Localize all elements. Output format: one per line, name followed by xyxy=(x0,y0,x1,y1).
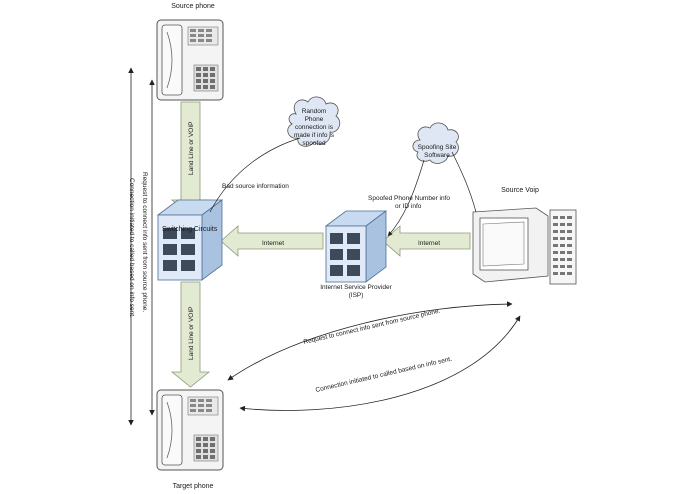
source-voip-computer-icon xyxy=(472,207,577,285)
random-cloud-line3: connection is xyxy=(295,124,334,131)
spoof-cloud-line1: Spoofing Site xyxy=(418,144,457,151)
switching-circuits-cube xyxy=(156,199,224,281)
spoof-to-computer-connector xyxy=(451,151,477,213)
connection-vertical-label: Connection initiated to called based on … xyxy=(128,178,135,318)
bad-source-connector xyxy=(209,137,301,213)
land-line-arrow-bottom xyxy=(170,281,211,388)
request-curve-label: Request to connect info sent from source… xyxy=(303,308,441,346)
request-curve-arrow xyxy=(227,301,513,381)
target-phone-label: Target phone xyxy=(173,483,214,490)
random-phone-cloud-icon xyxy=(287,96,341,147)
isp-label-line1: Internet Service Provider xyxy=(320,284,392,291)
connection-curve-arrow xyxy=(239,315,521,412)
internet-arrow-left xyxy=(220,225,324,257)
request-vertical-label: Request to connect info sent from source… xyxy=(141,172,148,312)
connection-curve-label: Connection initiated to called based on … xyxy=(315,356,453,394)
spoofing-site-cloud-icon xyxy=(412,122,459,164)
switching-circuits-label: Switching Circuits xyxy=(162,226,218,233)
source-voip-label: Source Voip xyxy=(501,187,539,194)
land-line-bottom-label: Land Line or VOIP xyxy=(188,307,195,360)
source-phone-icon xyxy=(156,19,224,101)
spoofed-info-line2: or ID info xyxy=(395,203,422,210)
internet-arrow-right xyxy=(382,225,471,257)
isp-server-cube xyxy=(324,210,388,283)
random-cloud-line2: Phone xyxy=(305,116,324,123)
spoof-to-isp-connector xyxy=(387,159,425,237)
land-line-top-label: Land Line or VOIP xyxy=(188,122,195,175)
target-phone-icon xyxy=(156,389,224,471)
spoof-cloud-line2: Software xyxy=(424,152,450,159)
spoofed-info-line1: Spoofed Phone Number info xyxy=(368,195,450,202)
source-phone-label: Source phone xyxy=(171,3,215,10)
random-cloud-line1: Random xyxy=(302,108,327,115)
random-cloud-line5: spoofed xyxy=(302,140,326,147)
isp-label-line2: (ISP) xyxy=(349,292,364,299)
internet-right-label: Internet xyxy=(418,240,440,247)
internet-left-label: Internet xyxy=(262,240,284,247)
bad-source-label: Bad source information xyxy=(222,183,289,190)
random-cloud-line4: made if info is xyxy=(294,132,335,139)
